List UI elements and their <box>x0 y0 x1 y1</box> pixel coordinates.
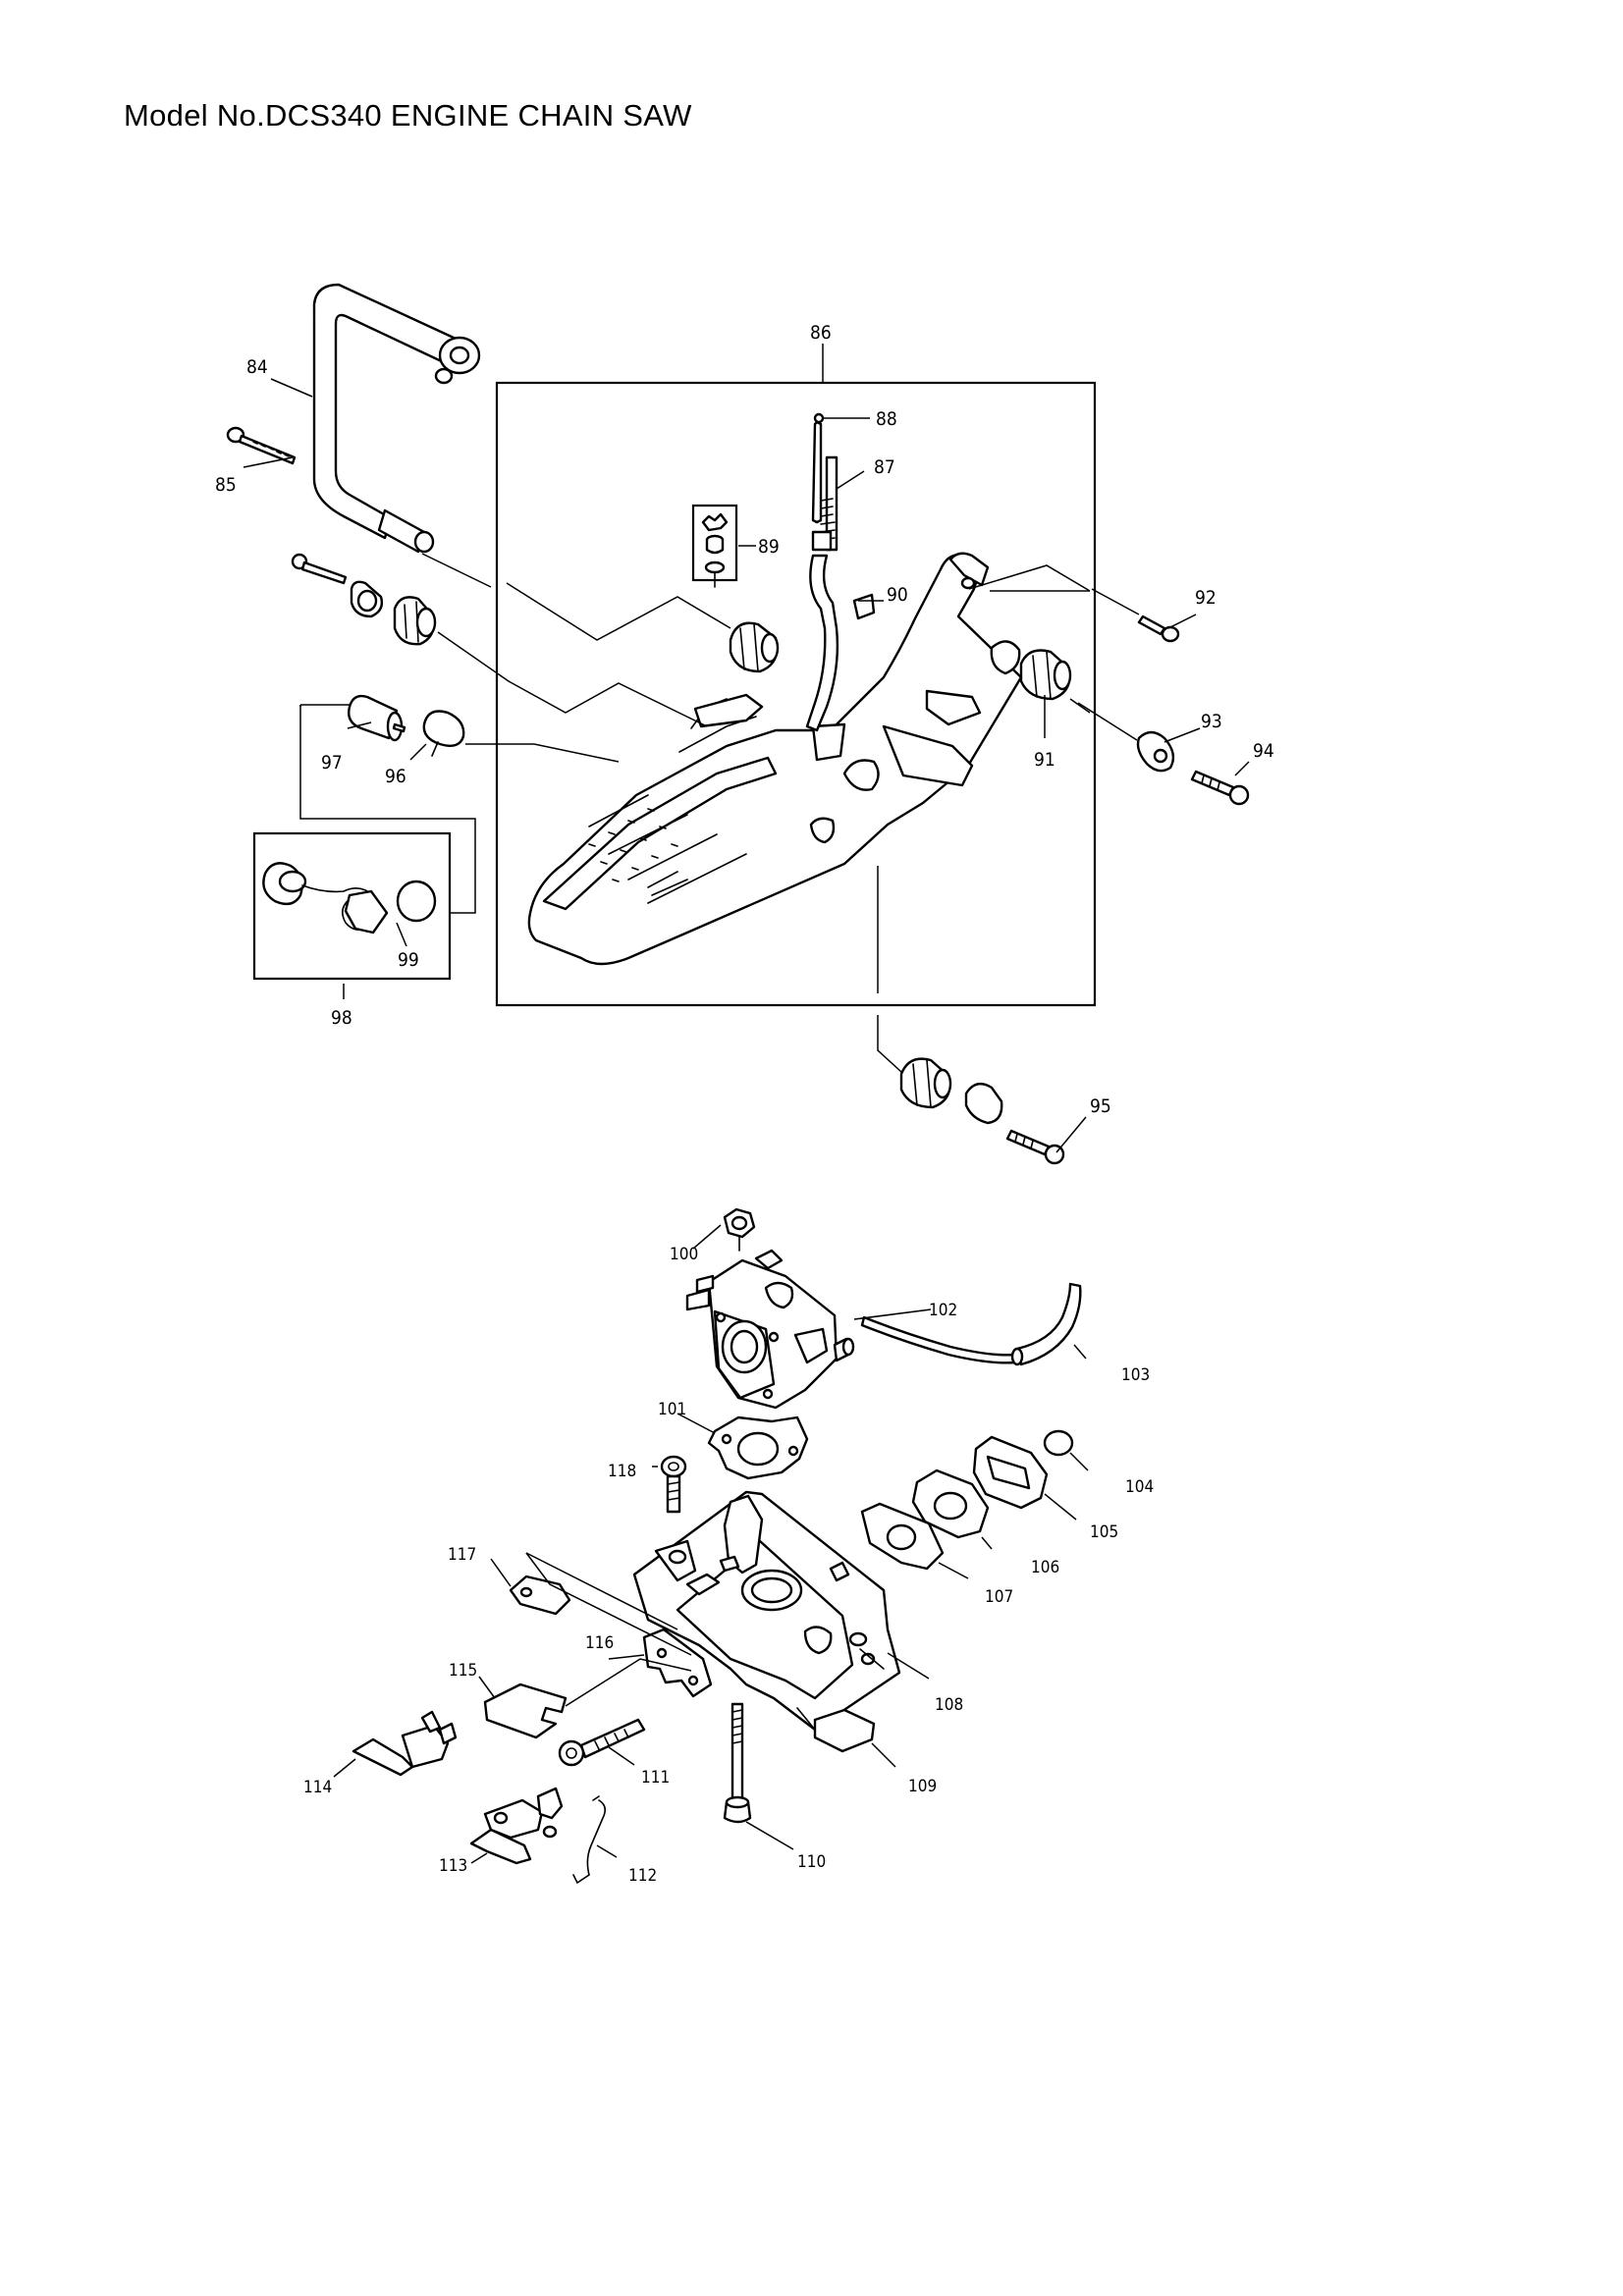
fuel-cap-assembly-frame <box>252 831 452 981</box>
callout-87: 87 <box>874 456 895 478</box>
o-ring-99-part <box>396 880 437 923</box>
tube-102-part <box>860 1315 1017 1364</box>
callout-109: 109 <box>908 1777 937 1796</box>
upper-leader-lines <box>243 344 1250 1153</box>
callout-84: 84 <box>246 356 268 378</box>
base-108-part <box>632 1490 901 1732</box>
callout-88: 88 <box>876 408 897 430</box>
callout-110: 110 <box>797 1852 826 1872</box>
lever-114-part <box>352 1710 458 1777</box>
insulator-106-part <box>911 1468 990 1539</box>
hose-103-part <box>1010 1282 1082 1366</box>
callout-100: 100 <box>670 1245 698 1264</box>
callout-96: 96 <box>385 766 406 787</box>
callout-89: 89 <box>758 536 780 558</box>
carburetor-part <box>685 1249 855 1410</box>
screw-111-part <box>558 1718 646 1767</box>
callout-116: 116 <box>585 1633 614 1653</box>
callout-92: 92 <box>1195 587 1217 609</box>
spring-112-part <box>572 1795 607 1885</box>
callout-86: 86 <box>810 322 832 344</box>
callout-112: 112 <box>628 1866 657 1886</box>
washer-93-part <box>1136 730 1175 773</box>
callout-114: 114 <box>303 1778 332 1797</box>
callout-106: 106 <box>1031 1558 1059 1577</box>
handle-assembly-frame <box>495 381 1097 1007</box>
callout-107: 107 <box>985 1587 1013 1607</box>
callout-103: 103 <box>1121 1365 1150 1385</box>
filter-97-part <box>348 694 406 742</box>
page-title: Model No.DCS340 ENGINE CHAIN SAW <box>124 98 692 133</box>
callout-98: 98 <box>331 1007 352 1029</box>
callout-117: 117 <box>448 1545 476 1565</box>
bolt-110-part <box>723 1702 752 1824</box>
mount-91-part <box>1019 649 1072 701</box>
o-ring-104-part <box>1043 1429 1074 1457</box>
lever-113-part <box>469 1787 564 1865</box>
screw-92-part <box>1137 614 1180 643</box>
callout-94: 94 <box>1253 740 1274 762</box>
callout-95: 95 <box>1090 1095 1111 1117</box>
left-mount-parts <box>291 553 437 646</box>
callout-101: 101 <box>658 1400 686 1419</box>
mount-rubber-center <box>729 621 780 673</box>
callout-97: 97 <box>321 752 343 774</box>
callout-108: 108 <box>935 1695 963 1715</box>
callout-99: 99 <box>398 949 419 971</box>
throttle-rod-87-part <box>811 420 839 552</box>
clamp-96-part <box>422 710 465 757</box>
callout-111: 111 <box>641 1768 670 1788</box>
lower-leader-lines <box>333 1224 1089 1864</box>
screw-118-part <box>660 1455 687 1514</box>
flange-105-part <box>972 1435 1049 1510</box>
screw-94-part <box>1190 770 1250 806</box>
callout-118: 118 <box>608 1462 636 1481</box>
gasket-107-part <box>860 1502 945 1571</box>
callout-labels: 84 85 86 87 88 89 90 91 92 93 94 95 96 9… <box>215 322 1274 1886</box>
kit-89-part <box>701 512 729 588</box>
callout-102: 102 <box>929 1301 957 1320</box>
block-115-part <box>483 1682 568 1739</box>
screw-85-part <box>226 426 297 465</box>
front-handle-part <box>312 283 481 554</box>
callout-91: 91 <box>1034 749 1055 771</box>
callout-115: 115 <box>449 1661 477 1681</box>
plate-116-part <box>642 1628 713 1698</box>
rear-handle-86-part <box>527 552 1023 966</box>
fuel-cap-98-part <box>262 862 389 934</box>
mount-95-group <box>899 1057 1065 1165</box>
callout-105: 105 <box>1090 1522 1118 1542</box>
bracket-117-part <box>509 1575 571 1616</box>
callout-104: 104 <box>1125 1477 1154 1497</box>
callout-90: 90 <box>887 584 908 606</box>
callout-85: 85 <box>215 474 237 496</box>
pad-109-part <box>813 1708 876 1753</box>
gasket-101-part <box>707 1415 809 1480</box>
callout-113: 113 <box>439 1856 467 1876</box>
nut-100-part <box>723 1207 756 1252</box>
pin-88-part <box>813 412 825 424</box>
callout-93: 93 <box>1201 711 1222 732</box>
